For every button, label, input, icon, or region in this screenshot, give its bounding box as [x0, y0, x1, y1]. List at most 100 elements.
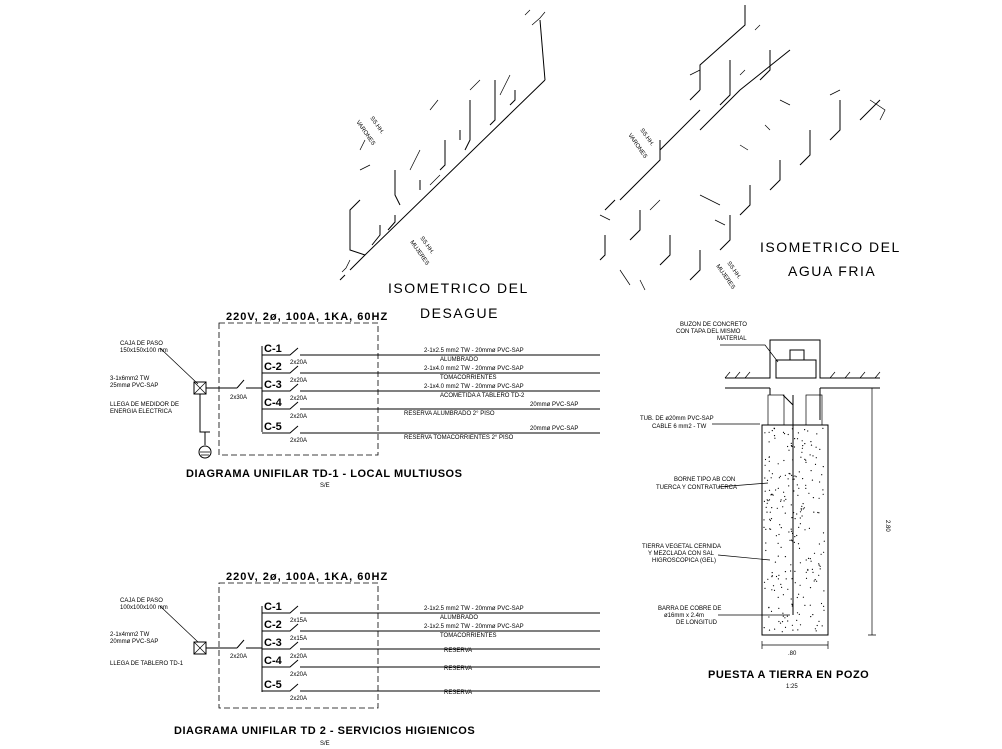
fill-dot — [823, 590, 825, 592]
fill-dot — [803, 507, 806, 509]
fill-dot — [790, 598, 792, 600]
fill-dot — [813, 580, 815, 582]
fill-dot — [805, 577, 808, 580]
fill-dot — [790, 570, 792, 572]
fill-dot — [812, 614, 814, 616]
fill-dot — [818, 563, 820, 565]
pozo-barra-3: DE LONGITUD — [676, 620, 718, 626]
fill-dot — [794, 475, 796, 477]
td2-feed-2: 20mmø PVC-SAP — [110, 639, 158, 645]
fill-dot — [781, 621, 784, 623]
pozo-title: PUESTA A TIERRA EN POZO — [708, 669, 869, 681]
fill-dot — [797, 432, 800, 434]
fill-dot — [805, 459, 807, 461]
fill-dot — [788, 485, 790, 487]
fill-dot — [822, 489, 824, 491]
circuit-desc: 20mmø PVC-SAP — [530, 426, 578, 432]
fill-dot — [821, 474, 823, 476]
fill-dot — [795, 476, 797, 478]
fill-dot — [802, 503, 804, 505]
fill-dot — [810, 616, 812, 618]
circuit-id: C-3 — [264, 637, 282, 649]
fill-dot — [787, 620, 789, 622]
circuit-desc: 2-1x4.0 mm2 TW - 20mmø PVC-SAP — [424, 384, 524, 390]
circuit-breaker: 2x20A — [290, 396, 307, 402]
td2-header: 220V, 2ø, 100A, 1KA, 60HZ — [226, 571, 388, 583]
fill-dot — [790, 442, 792, 444]
fill-dot — [811, 479, 814, 481]
fill-dot — [766, 511, 768, 513]
fill-dot — [801, 440, 803, 442]
circuit-line — [262, 623, 600, 632]
fill-dot — [787, 478, 789, 480]
circuit-desc: 2-1x2.5 mm2 TW - 20mmø PVC-SAP — [424, 348, 524, 354]
fill-dot — [763, 526, 765, 529]
fill-dot — [802, 596, 805, 598]
fill-dot — [777, 596, 779, 599]
fill-dot — [816, 624, 818, 627]
fill-dot — [811, 568, 814, 571]
fill-dot — [817, 511, 819, 514]
isometric-agua-title-2: AGUA FRIA — [788, 263, 876, 279]
fill-dot — [784, 617, 786, 619]
td2-feed-1: 2-1x4mm2 TW — [110, 632, 150, 638]
fill-dot — [778, 574, 780, 577]
fill-dot — [773, 589, 776, 592]
fill-dot — [798, 547, 801, 550]
fill-dot — [801, 505, 803, 507]
circuit-breaker: 2x20A — [290, 360, 307, 366]
fill-dot — [815, 457, 817, 459]
fill-dot — [772, 494, 774, 496]
pozo-buzon-2: CON TAPA DEL MISMO — [676, 329, 741, 335]
fill-dot — [801, 451, 803, 453]
fill-dot — [799, 624, 802, 626]
fill-dot — [802, 508, 804, 510]
fill-dot — [804, 458, 806, 460]
fill-dot — [787, 445, 789, 448]
desague-label-varones-1: SS.HH. — [368, 116, 385, 136]
fill-dot — [796, 619, 798, 622]
circuit-line — [262, 425, 600, 434]
fill-dot — [784, 474, 787, 476]
fill-dot — [789, 473, 791, 475]
td1-scale: S/E — [320, 483, 330, 489]
pozo-barra-2: ø16mm x 2.4m — [664, 613, 704, 619]
td1-caja-2: 150x150x100 mm — [120, 348, 168, 354]
fill-dot — [780, 546, 782, 549]
fill-dot — [799, 511, 802, 513]
fill-dot — [796, 534, 798, 537]
pozo-tubo-2: CABLE 6 mm2 - TW — [652, 424, 707, 430]
circuit-use: RESERVA — [444, 690, 472, 696]
fill-dot — [794, 438, 796, 440]
fill-dot — [800, 508, 802, 510]
fill-dot — [769, 511, 771, 513]
fill-dot — [768, 470, 770, 472]
fill-dot — [816, 580, 818, 582]
fill-dot — [784, 512, 786, 514]
fill-dot — [799, 584, 801, 586]
td1-llega-1: LLEGA DE MEDIDOR DE — [110, 402, 179, 408]
fill-dot — [784, 571, 787, 573]
fill-dot — [816, 433, 818, 435]
fill-dot — [768, 489, 771, 491]
td2-caja-1: CAJA DE PASO — [120, 598, 163, 604]
td1-title: DIAGRAMA UNIFILAR TD-1 - LOCAL MULTIUSOS — [186, 468, 462, 480]
circuit-use: RESERVA TOMACORRIENTES 2° PISO — [404, 435, 514, 441]
fill-dot — [780, 500, 782, 502]
fill-dot — [790, 539, 793, 541]
fill-dot — [781, 631, 783, 633]
fill-dot — [815, 630, 817, 632]
circuit-id: C-2 — [264, 619, 282, 631]
fill-dot — [766, 479, 769, 481]
td2-llega-1: LLEGA DE TABLERO TD-1 — [110, 661, 184, 667]
pozo-tierra-2: Y MEZCLADA CON SAL — [648, 551, 715, 557]
fill-dot — [808, 527, 811, 530]
fill-dot — [822, 466, 824, 468]
pozo-tubo — [767, 394, 785, 426]
circuit-id: C-5 — [264, 679, 282, 691]
fill-dot — [777, 542, 779, 545]
fill-dot — [790, 528, 792, 530]
fill-dot — [766, 499, 768, 501]
td2-scale: S/E — [320, 741, 330, 747]
